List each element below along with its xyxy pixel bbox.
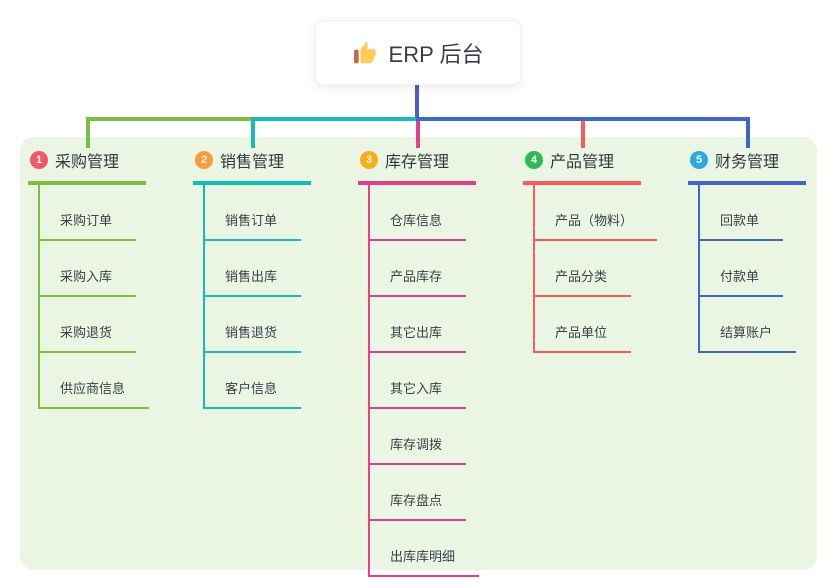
branch-item-node[interactable]: 销售订单 <box>205 185 302 241</box>
branch-drop-line <box>416 121 420 148</box>
branch-item-node[interactable]: 库存盘点 <box>370 465 467 521</box>
branch-item-node[interactable]: 销售出库 <box>205 241 302 297</box>
branch-item-node[interactable]: 产品库存 <box>370 241 467 297</box>
branch-item-node[interactable]: 回款单 <box>700 185 784 241</box>
branch-3: 3 库存管理 仓库信息产品库存其它出库其它入库库存调拨库存盘点出库库明细 <box>358 148 480 577</box>
branch-label: 产品管理 <box>550 154 615 171</box>
branch-item-node[interactable]: 采购退货 <box>40 297 137 353</box>
connector-segment-left <box>86 117 255 121</box>
branch-label: 销售管理 <box>220 154 285 171</box>
root-connector-line <box>415 84 419 121</box>
branch-2: 2 销售管理 销售订单销售出库销售退货客户信息 <box>193 148 311 409</box>
branch-item-node[interactable]: 仓库信息 <box>370 185 467 241</box>
branch-item-list: 产品（物料）产品分类产品单位 <box>533 185 658 353</box>
branch-item-node[interactable]: 其它出库 <box>370 297 467 353</box>
branch-item-node[interactable]: 产品分类 <box>535 241 632 297</box>
branch-node[interactable]: 1 采购管理 <box>28 148 146 185</box>
branch-item-list: 销售订单销售出库销售退货客户信息 <box>203 185 302 409</box>
branch-label: 采购管理 <box>55 154 120 171</box>
branch-drop-line <box>251 117 255 148</box>
branch-item-node[interactable]: 结算账户 <box>700 297 797 353</box>
branch-number-badge: 4 <box>525 151 543 169</box>
branch-item-node[interactable]: 出库库明细 <box>370 521 480 577</box>
root-label: ERP 后台 <box>388 41 484 67</box>
connector-segment-right <box>416 117 750 121</box>
branch-1: 1 采购管理 采购订单采购入库采购退货供应商信息 <box>28 148 150 409</box>
connector-segment-middle <box>251 117 420 121</box>
branch-item-node[interactable]: 产品（物料） <box>535 185 658 241</box>
branch-label: 库存管理 <box>385 154 450 171</box>
branch-item-node[interactable]: 付款单 <box>700 241 784 297</box>
branch-number-badge: 2 <box>195 151 213 169</box>
branch-drop-line <box>746 117 750 148</box>
branch-node[interactable]: 4 产品管理 <box>523 148 641 185</box>
branch-drop-line <box>581 121 585 148</box>
branch-item-node[interactable]: 供应商信息 <box>40 353 150 409</box>
branch-item-list: 回款单付款单结算账户 <box>698 185 797 353</box>
branch-drop-line <box>86 117 90 148</box>
branch-item-node[interactable]: 采购订单 <box>40 185 137 241</box>
branch-item-node[interactable]: 采购入库 <box>40 241 137 297</box>
board-background <box>20 137 817 570</box>
branch-item-list: 采购订单采购入库采购退货供应商信息 <box>38 185 150 409</box>
branch-item-node[interactable]: 库存调拨 <box>370 409 467 465</box>
branch-node[interactable]: 3 库存管理 <box>358 148 476 185</box>
branch-4: 4 产品管理 产品（物料）产品分类产品单位 <box>523 148 658 353</box>
branch-item-list: 仓库信息产品库存其它出库其它入库库存调拨库存盘点出库库明细 <box>368 185 480 577</box>
root-node[interactable]: ERP 后台 <box>315 20 521 85</box>
thumbs-up-icon <box>353 41 376 63</box>
branch-number-badge: 3 <box>360 151 378 169</box>
branch-5: 5 财务管理 回款单付款单结算账户 <box>688 148 806 353</box>
branch-node[interactable]: 5 财务管理 <box>688 148 806 185</box>
branch-item-node[interactable]: 其它入库 <box>370 353 467 409</box>
branch-node[interactable]: 2 销售管理 <box>193 148 311 185</box>
branch-number-badge: 5 <box>690 151 708 169</box>
branch-item-node[interactable]: 产品单位 <box>535 297 632 353</box>
branch-label: 财务管理 <box>715 154 780 171</box>
branch-item-node[interactable]: 销售退货 <box>205 297 302 353</box>
branch-item-node[interactable]: 客户信息 <box>205 353 302 409</box>
branch-number-badge: 1 <box>30 151 48 169</box>
